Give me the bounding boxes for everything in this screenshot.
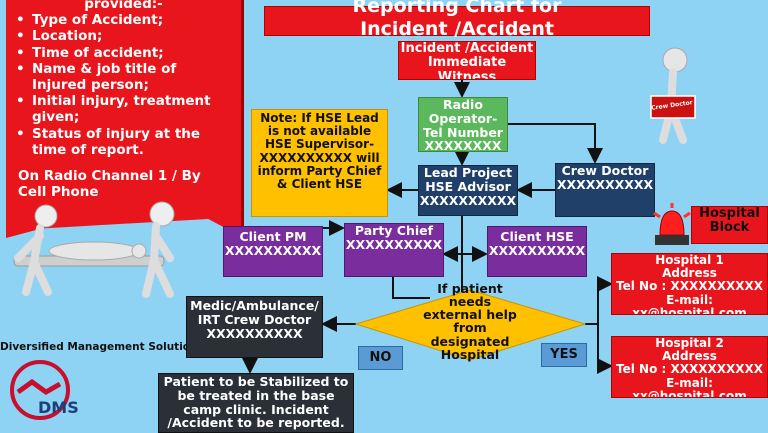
info-item: Name & job title of Injured person; [16,61,235,93]
hospital-1-box: Hospital 1 Address Tel No : XXXXXXXXXX E… [611,253,768,315]
stretcher-figures-image [13,201,175,298]
hospital-2-box: Hospital 2 Address Tel No : XXXXXXXXXX E… [611,336,768,398]
info-header: provided:- [84,0,163,12]
arrow-decision-hospital1 [585,276,613,325]
radio-operator-box: Radio Operator- Tel Number XXXXXXXX [418,97,508,152]
info-panel: provided:- Type of Accident; Location; T… [6,0,244,238]
radio-line-2: Cell Phone [18,184,99,201]
arrow-radio-crew [508,123,603,164]
hospital-2-address: Address [662,349,717,364]
decision-diamond-shape [354,289,587,361]
decision-text: If patient needs external help from desi… [423,282,517,362]
chart-title [264,6,650,36]
hospital-2-tel: Tel No : XXXXXXXXXX [616,362,763,377]
hospital-1-email: E-mail: xx@hospital.com [632,292,747,315]
info-item: Initial injury, treatment given; [16,93,235,125]
dms-logo-text: DMS [38,398,79,417]
hospital-2-email: E-mail: xx@hospital.com [632,375,747,398]
hospital-1-name: Hospital 1 [655,253,724,267]
info-item: Status of injury at the time of report. [16,126,235,158]
info-item: Type of Accident; [16,12,235,28]
line-party-decision [392,277,430,299]
lead-hse-box: Lead Project HSE Advisor XXXXXXXXXX [418,165,518,216]
note-box: Note: If HSE Lead is not available HSE S… [251,109,388,217]
stabilize-box: Patient to be Stabilized to be treated i… [158,373,354,433]
client-pm-box: Client PM XXXXXXXXXX [223,226,323,277]
hospital-1-address: Address [662,266,717,281]
party-chief-box: Party Chief XXXXXXXXXX [344,223,444,277]
info-list: Type of Accident; Location; Time of acci… [12,12,235,158]
arrow-lead-party [442,216,463,262]
crew-doctor-figure-image [650,47,696,144]
title-line-1: Reporting Chart for [352,0,562,17]
radio-line-1: On Radio Channel 1 / By [18,167,201,184]
medic-box: Medic/Ambulance/ IRT Crew Doctor XXXXXXX… [186,296,323,358]
hospital-1-tel: Tel No : XXXXXXXXXX [616,279,763,294]
dms-logo-icon [10,360,70,420]
no-label: NO [358,346,403,370]
arrow-decision-hospital2 [597,324,613,374]
crew-doctor-top-box: Crew Doctor XXXXXXXXXX [555,163,655,217]
hospital-block-box: Hospital Block [691,206,768,244]
client-hse-box: Client HSE XXXXXXXXXX [487,226,587,277]
hospital-2-name: Hospital 2 [655,336,724,350]
company-name: Diversified Management Solutions [0,341,190,353]
info-item: Location; [16,28,235,44]
siren-icon [653,203,691,245]
info-item: Time of accident; [16,45,235,61]
title-line-2: Incident /Accident [360,18,554,40]
witness-box: Incident /Accident Immediate Witness [398,41,536,80]
yes-label: YES [541,343,587,367]
